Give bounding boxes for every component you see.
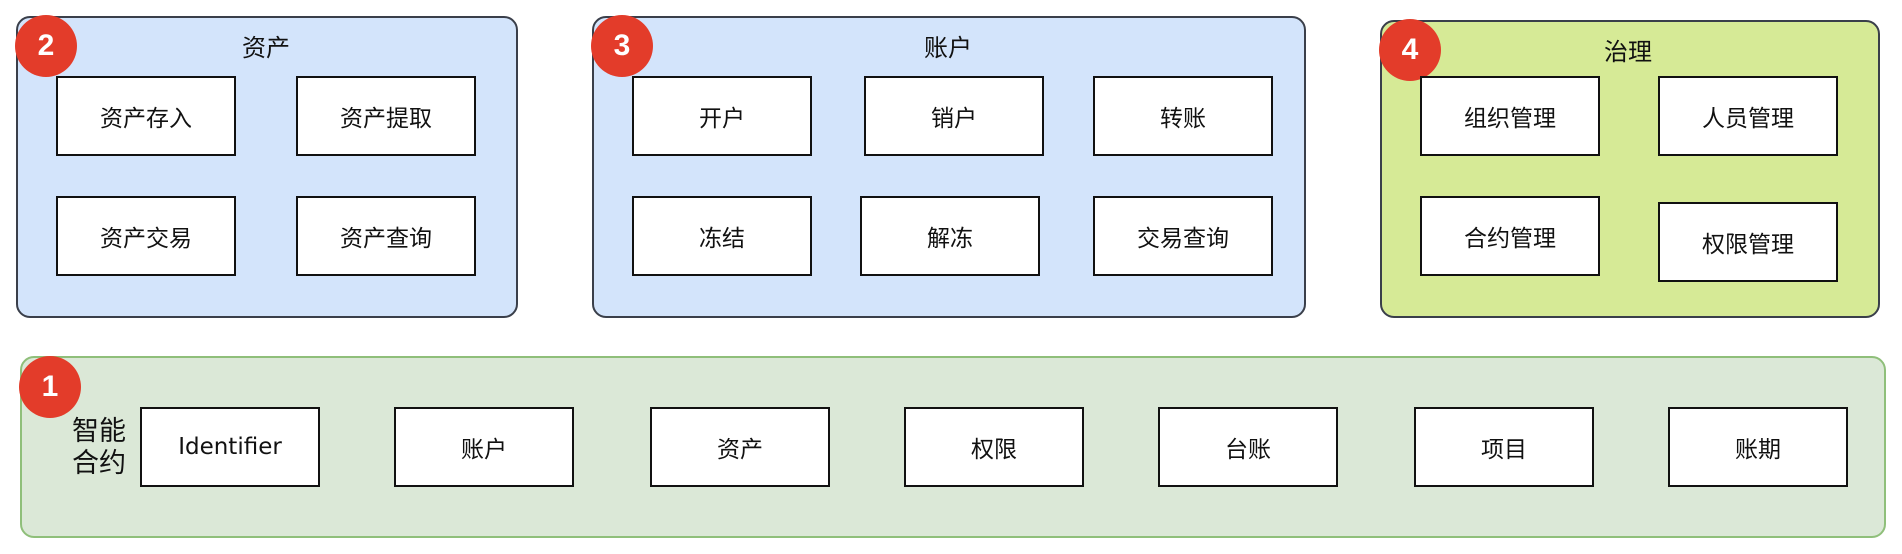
open-account-box: 开户 <box>632 76 812 156</box>
contract-management-box: 合约管理 <box>1420 196 1600 276</box>
project-module-box: 项目 <box>1414 407 1594 487</box>
smart-contract-label: 智能 合约 <box>72 416 126 479</box>
accounts-title: 账户 <box>924 34 972 62</box>
asset-module-box: 资产 <box>650 407 830 487</box>
governance-title: 治理 <box>1604 38 1652 66</box>
unfreeze-box: 解冻 <box>860 196 1040 276</box>
billing-period-module-box: 账期 <box>1668 407 1848 487</box>
org-management-box: 组织管理 <box>1420 76 1600 156</box>
assets-title: 资产 <box>242 34 290 62</box>
freeze-box: 冻结 <box>632 196 812 276</box>
account-module-box: 账户 <box>394 407 574 487</box>
permission-module-box: 权限 <box>904 407 1084 487</box>
transaction-query-box: 交易查询 <box>1093 196 1273 276</box>
staff-management-box: 人员管理 <box>1658 76 1838 156</box>
asset-trade-box: 资产交易 <box>56 196 236 276</box>
asset-withdraw-box: 资产提取 <box>296 76 476 156</box>
badge-2: 2 <box>15 15 77 77</box>
badge-4: 4 <box>1379 19 1441 81</box>
identifier-box: Identifier <box>140 407 320 487</box>
asset-deposit-box: 资产存入 <box>56 76 236 156</box>
permission-management-box: 权限管理 <box>1658 202 1838 282</box>
ledger-module-box: 台账 <box>1158 407 1338 487</box>
close-account-box: 销户 <box>864 76 1044 156</box>
asset-query-box: 资产查询 <box>296 196 476 276</box>
transfer-box: 转账 <box>1093 76 1273 156</box>
badge-1: 1 <box>19 356 81 418</box>
badge-3: 3 <box>591 15 653 77</box>
